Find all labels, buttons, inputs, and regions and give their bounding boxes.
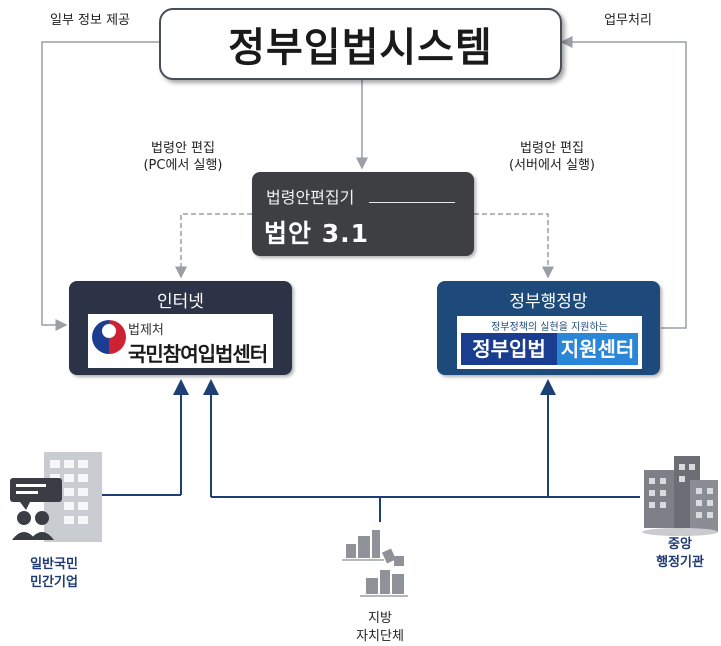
gov-network-brand-b: 지원센터 — [557, 333, 638, 365]
public-line1: 일반국민 — [30, 557, 78, 572]
system-title: 정부입법시스템 — [228, 25, 493, 71]
editor-box: 법령안편집기 법안 3.1 — [252, 172, 474, 256]
gov-network-brand-a: 정부입법 — [461, 333, 557, 365]
edit-pc-line2: (PC에서 실행) — [143, 158, 223, 173]
internet-logo: 법제처 국민참여입법센터 — [88, 314, 273, 368]
arrow-editor-internet — [175, 213, 252, 279]
edit-pc-label: 법령안 편집 (PC에서 실행) — [128, 140, 238, 174]
public-line2: 민간기업 — [30, 575, 78, 590]
editor-version: 법안 3.1 — [264, 219, 369, 248]
internet-org: 법제처 — [128, 323, 164, 338]
internet-panel: 인터넷 법제처 국민참여입법센터 — [69, 281, 292, 375]
central-label: 중앙 행정기관 — [642, 536, 718, 572]
arrow-partial-info — [41, 41, 159, 331]
public-label: 일반국민 민간기업 — [14, 556, 94, 592]
partial-info-label: 일부 정보 제공 — [49, 13, 131, 28]
system-box: 정부입법시스템 — [159, 8, 562, 80]
edit-server-line2: (서버에서 실행) — [508, 158, 596, 173]
people-speech-icon — [10, 452, 102, 542]
gov-network-panel: 정부행정망 정부정책의 실현을 지원하는 정부입법 지원센터 — [437, 281, 660, 375]
central-line1: 중앙 — [668, 537, 692, 552]
arrow-editor-gov — [474, 213, 554, 279]
city-buildings-icon — [342, 530, 408, 597]
gov-network-title: 정부행정망 — [509, 292, 588, 312]
taegeuk-seal-icon — [92, 320, 126, 354]
editor-name: 법령안편집기 — [266, 188, 355, 207]
edit-server-label: 법령안 편집 (서버에서 실행) — [492, 140, 612, 174]
gov-network-logo: 정부정책의 실현을 지원하는 정부입법 지원센터 — [457, 316, 642, 369]
internet-center: 국민참여입법센터 — [128, 342, 268, 366]
gov-network-tagline: 정부정책의 실현을 지원하는 — [491, 322, 608, 333]
office-building-icon — [642, 456, 718, 536]
internet-title: 인터넷 — [157, 292, 204, 312]
central-line2: 행정기관 — [656, 555, 704, 570]
arrow-business — [560, 36, 687, 329]
local-label: 지방 자치단체 — [340, 610, 420, 646]
local-line2: 자치단체 — [356, 629, 404, 644]
edit-pc-line1: 법령안 편집 — [151, 141, 215, 156]
edit-server-line1: 법령안 편집 — [520, 141, 584, 156]
business-label: 업무처리 — [604, 13, 652, 28]
editor-underline — [369, 202, 455, 203]
local-line1: 지방 — [368, 611, 392, 626]
